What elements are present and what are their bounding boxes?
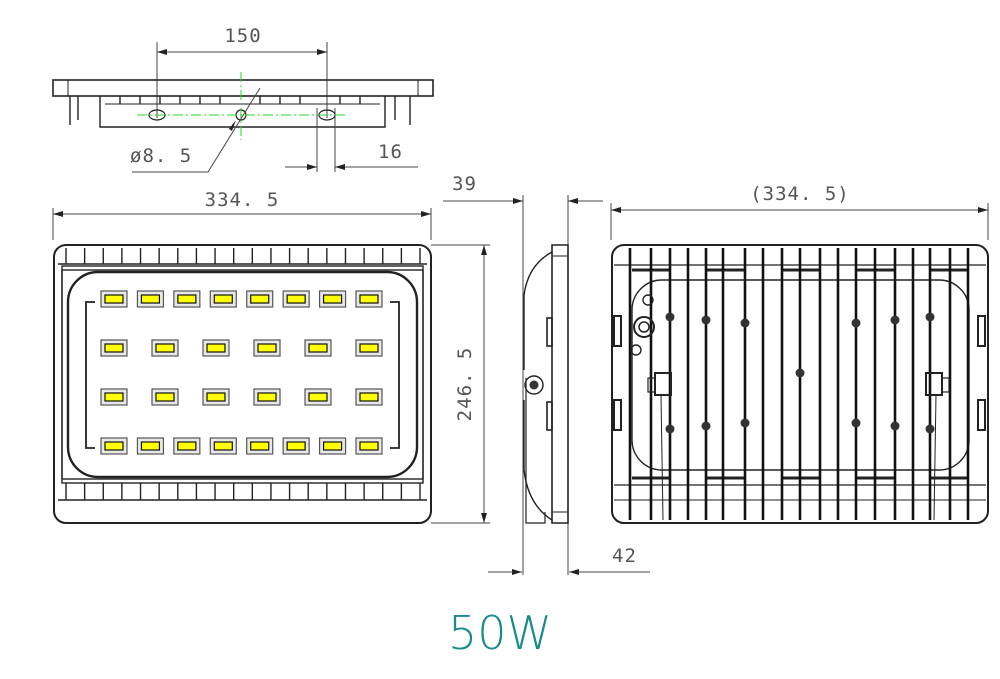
front-view: 334. 5 246. 5 — [52, 189, 490, 524]
cooling-fins-bottom — [65, 483, 421, 500]
mounting-screws — [665, 312, 935, 434]
dim-front-height: 246. 5 — [454, 347, 476, 422]
dim-hole-spacing: 150 — [224, 25, 261, 47]
dim-depth-top: 39 — [452, 173, 477, 195]
power-rating-label: 50W — [447, 606, 553, 660]
top-view: 150 ø8. 5 16 — [52, 25, 434, 173]
dim-front-width: 334. 5 — [205, 189, 280, 211]
led-array — [100, 290, 383, 455]
dim-depth-bottom: 42 — [612, 545, 637, 567]
heatsink-fins — [628, 248, 970, 520]
back-view: (334. 5) — [610, 183, 989, 524]
dim-slot-width: 16 — [378, 141, 403, 163]
side-view: 39 42 — [443, 173, 650, 575]
dim-hole-diameter: ø8. 5 — [130, 145, 192, 167]
cooling-fins-top — [65, 248, 421, 264]
dim-back-width: (334. 5) — [750, 183, 850, 205]
